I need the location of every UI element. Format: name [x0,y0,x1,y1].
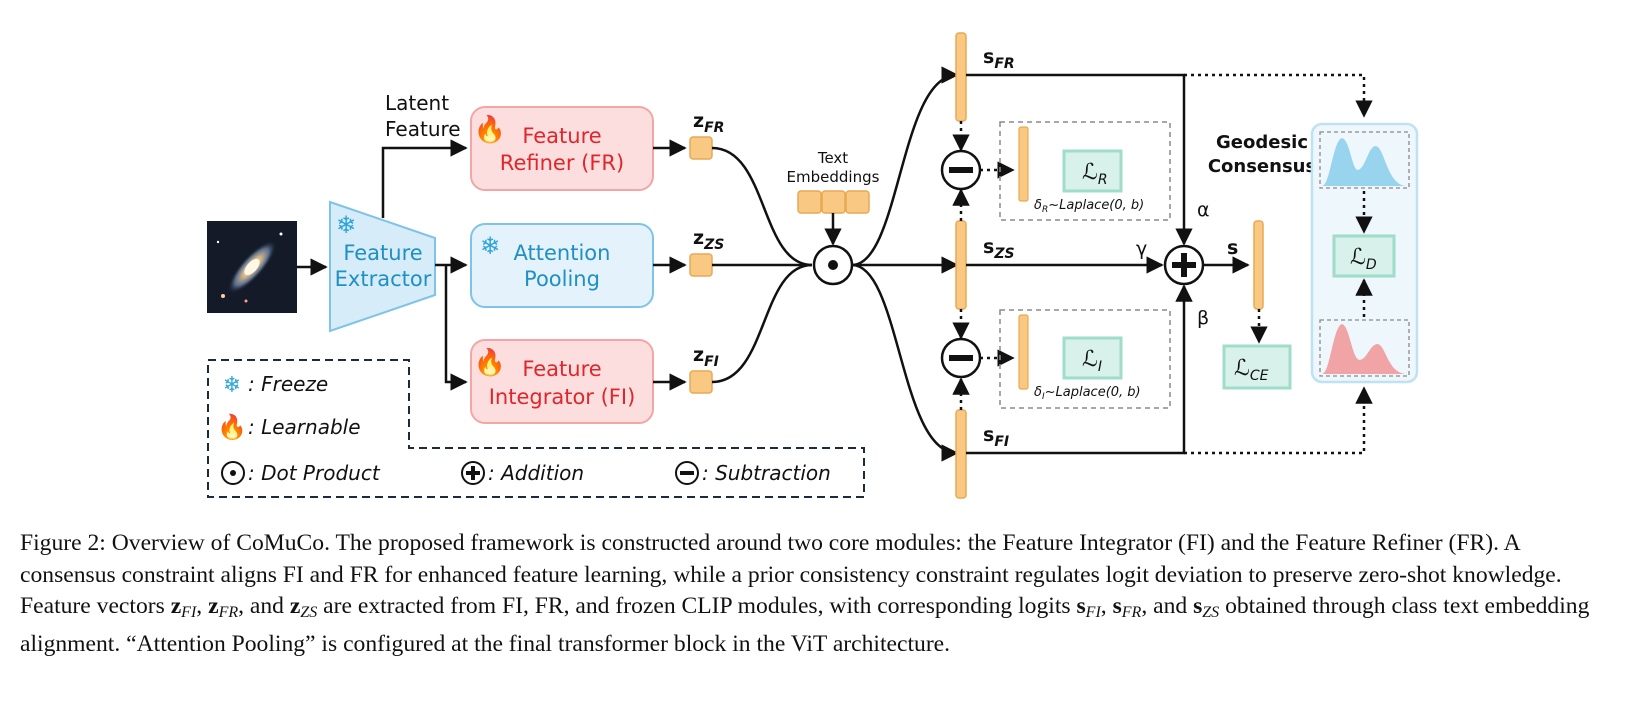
addition-legend-icon [461,461,485,485]
text-embeddings-line1: Text [817,149,848,167]
arrow-extractor-to-integrator [444,265,468,391]
curve-zfr-to-dot [711,146,813,267]
legend-box [207,359,865,498]
feature-extractor: ❄ Feature Extractor [329,200,436,333]
legend-addition: : Addition [488,461,584,485]
text-embeddings-line2: Embeddings [787,168,880,186]
loss-r-panel: ℒR δR~Laplace(0, b) [999,121,1171,221]
fire-icon: 🔥 [474,347,506,378]
legend-subtraction: : Subtraction [702,461,831,485]
fire-icon: 🔥 [474,114,506,145]
red-distribution [1322,324,1407,374]
curve-zfi-to-dot [711,263,813,384]
attention-pooling-line2: Pooling [524,267,600,291]
s-fi-vector [955,409,967,499]
z-zs-vector [689,253,713,277]
fire-icon: 🔥 [217,413,247,441]
legend-freeze: : Freeze [248,372,328,396]
geodesic-consensus-panel: ℒD [1310,122,1419,384]
feature-integrator-box: 🔥 Feature Integrator (FI) [470,339,654,424]
blue-distribution [1322,138,1407,186]
loss-i-label: ℒI [1082,347,1102,375]
input-galaxy-image [207,221,297,313]
feature-extractor-line1: Feature [343,241,422,265]
z-fi-vector [689,370,713,394]
legend-learnable: : Learnable [248,415,361,439]
alpha-label: α [1197,199,1210,221]
loss-ce-label: ℒCE [1234,356,1269,384]
feature-integrator-line1: Feature [522,357,601,381]
subtraction-operator-bottom [940,337,982,379]
z-zs-label: zZS [693,227,724,253]
geodesic-consensus-line1: Geodesic [1216,132,1308,153]
text-embeddings-vectors [797,190,870,214]
framework-diagram: ❄ Feature Extractor Latent Feature 🔥 Fea… [207,32,1419,499]
s-fr-vector [955,32,967,122]
curve-dot-to-sfr [851,66,959,267]
z-fi-label: zFI [693,344,719,370]
curve-dot-to-sfi [851,263,959,462]
latent-feature-label-line1: Latent [385,91,449,115]
s-fr-label: sFR [983,46,1015,72]
figure-caption: Figure 2: Overview of CoMuCo. The propos… [20,530,1590,657]
arrow-latent-to-refiner [381,139,468,218]
dot-product-legend-icon [221,461,245,485]
loss-ce-box [1222,344,1292,390]
loss-d-label: ℒD [1350,245,1377,273]
delta-r-label: δR~Laplace(0, b) [1034,198,1144,215]
snowflake-icon: ❄ [480,232,500,260]
snowflake-icon: ❄ [223,373,241,398]
subtraction-legend-icon [675,461,699,485]
dot-product-operator [812,244,854,286]
s-zs-vector [955,220,967,310]
feature-integrator-line2: Integrator (FI) [489,385,636,409]
beta-label: β [1197,307,1209,329]
attention-pooling-box: ❄ Attention Pooling [470,223,654,308]
feature-refiner-line2: Refiner (FR) [500,151,624,175]
subtraction-operator-top [940,149,982,191]
s-label: s [1227,237,1238,259]
addition-operator [1163,244,1205,286]
dotted-sfi-to-geodesic [1184,386,1373,455]
legend-dot-product: : Dot Product [248,461,381,485]
dotted-sfr-to-geodesic [1184,73,1373,118]
z-fr-label: zFR [693,110,724,136]
loss-d-box [1332,234,1396,278]
feature-extractor-line2: Extractor [335,267,432,291]
delta-i-label: δI~Laplace(0, b) [1034,385,1141,402]
snowflake-icon: ❄ [336,211,356,239]
s-vector [1253,220,1264,310]
feature-refiner-line1: Feature [522,124,601,148]
latent-feature-label-line2: Feature [385,117,461,141]
s-zs-label: sZS [983,236,1015,262]
feature-refiner-box: 🔥 Feature Refiner (FR) [470,106,654,191]
loss-r-label: ℒR [1082,160,1108,188]
z-fr-vector [689,136,713,160]
gamma-label: γ [1136,238,1147,260]
loss-i-panel: ℒI δI~Laplace(0, b) [999,309,1171,409]
s-fi-label: sFI [983,424,1009,450]
geodesic-consensus-line2: Consensus [1208,156,1316,177]
attention-pooling-line1: Attention [514,241,611,265]
